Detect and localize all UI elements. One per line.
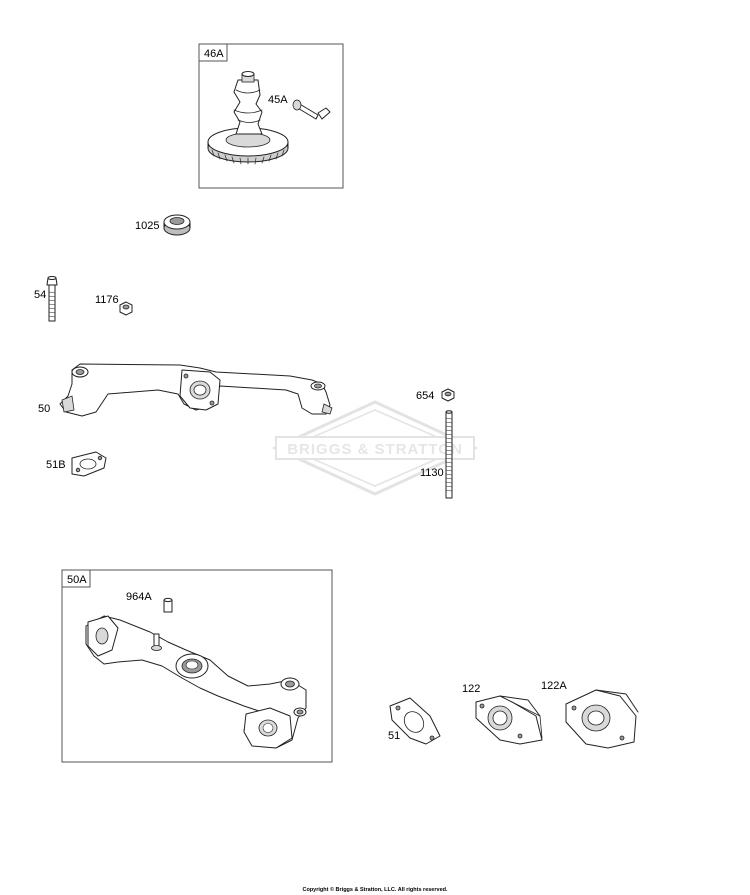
part-54-bolt <box>46 276 58 322</box>
part-122-spacer <box>475 695 543 745</box>
group-50a-frame <box>61 569 333 763</box>
part-122a-spacer <box>565 689 639 749</box>
watermark-logo: BRIGGS & STRATTON <box>271 400 479 496</box>
group-46a-label: 46A <box>204 48 224 60</box>
group-50a: 50A 964A <box>61 569 333 763</box>
part-1176-nut <box>119 301 133 316</box>
group-46a-tag <box>198 43 228 62</box>
part-1025-seal <box>163 214 191 236</box>
part-1025-label: 1025 <box>135 220 159 232</box>
part-964a-label: 964A <box>126 591 152 603</box>
part-654-nut <box>441 388 455 402</box>
part-51b-gasket <box>71 451 107 477</box>
part-51-label: 51 <box>388 730 400 742</box>
copyright-notice: Copyright © Briggs & Stratton, LLC. All … <box>302 886 448 893</box>
part-122-label: 122 <box>462 683 480 695</box>
part-50-intake-manifold <box>59 363 333 417</box>
part-654-label: 654 <box>416 390 434 402</box>
part-51b-label: 51B <box>46 459 66 471</box>
group-50a-tag <box>61 569 91 588</box>
part-1176-label: 1176 <box>95 294 119 306</box>
part-122a-label: 122A <box>541 680 567 692</box>
watermark-text: BRIGGS & STRATTON <box>287 441 463 458</box>
part-964a-pin <box>163 597 173 613</box>
group-50a-label: 50A <box>67 574 87 586</box>
tappet-45a <box>292 99 331 120</box>
camshaft-gear <box>207 71 289 165</box>
part-50-label: 50 <box>38 403 50 415</box>
part-1130-stud <box>445 410 453 499</box>
group-46a-frame <box>198 43 344 189</box>
part-1130-label: 1130 <box>420 467 444 479</box>
part-51-gasket <box>389 697 441 745</box>
part-54-label: 54 <box>34 289 46 301</box>
group-46a: 46A 45A <box>198 43 344 189</box>
part-45a-label: 45A <box>268 94 288 106</box>
manifold-50a-body <box>85 615 307 749</box>
